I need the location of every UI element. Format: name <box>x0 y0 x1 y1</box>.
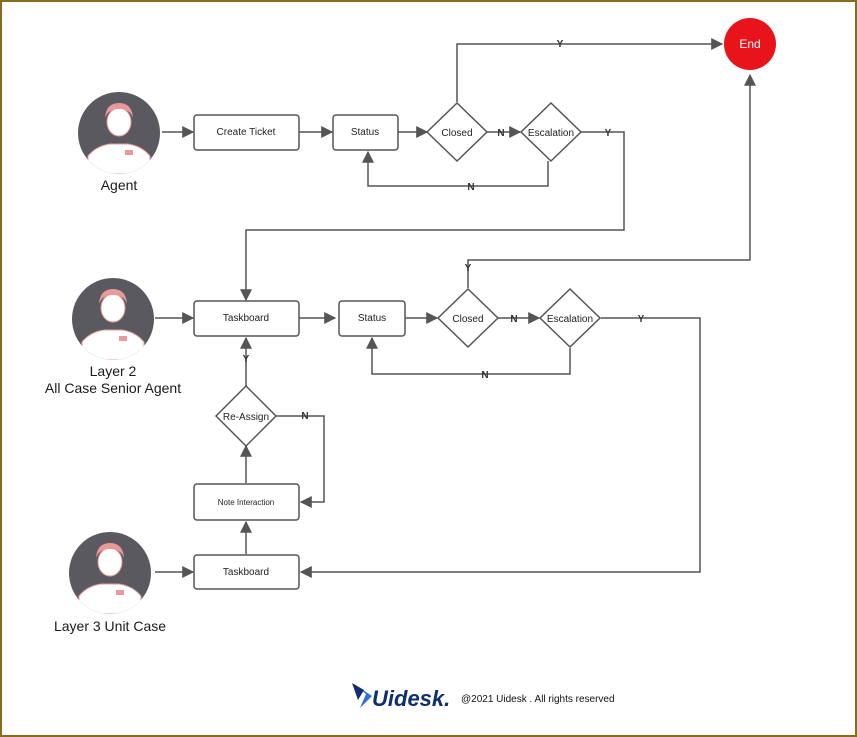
layer3-avatar <box>69 532 151 614</box>
label-y-closed2-end: Y <box>465 263 472 274</box>
label-n-closed-escalation: N <box>497 128 504 139</box>
node-escalation-2[interactable]: Escalation <box>538 287 602 349</box>
node-escalation-1[interactable]: Escalation <box>519 101 583 163</box>
edge-closed-end <box>456 38 724 102</box>
connectors <box>155 38 756 578</box>
layer3-label: Layer 3 Unit Case <box>54 618 166 634</box>
note-interaction-label: Note Interaction <box>218 498 274 507</box>
node-status-1[interactable]: Status <box>332 114 399 151</box>
node-re-assign[interactable]: Re-Assign <box>214 384 278 448</box>
logo-mark-icon <box>354 684 372 708</box>
escalation-1-label: Escalation <box>528 128 574 139</box>
edge-reassign-note-loop <box>276 415 325 508</box>
node-note-interaction[interactable]: Note Interaction <box>193 483 300 521</box>
status-2-label: Status <box>358 313 386 324</box>
label-n-reassign: N <box>301 411 308 422</box>
copyright-text: @2021 Uidesk . All rights reserved <box>461 694 615 705</box>
edge-escalation2-taskboard3 <box>299 317 701 578</box>
layer2-avatar <box>72 278 154 360</box>
label-n-closed2-escalation2: N <box>510 314 517 325</box>
edge-escalation2-status2-loop <box>366 336 571 375</box>
closed-2-label: Closed <box>452 314 483 325</box>
node-closed-2[interactable]: Closed <box>436 287 500 349</box>
node-status-2[interactable]: Status <box>338 300 406 337</box>
uidesk-logo: Uidesk. <box>352 683 450 711</box>
agent-label: Agent <box>101 177 138 193</box>
closed-1-label: Closed <box>441 128 472 139</box>
edge-closed2-end <box>467 73 756 288</box>
label-n-escalation2-loop: N <box>481 370 488 381</box>
taskboard-2-label: Taskboard <box>223 313 269 324</box>
layer2-label-line2: All Case Senior Agent <box>45 380 181 396</box>
node-closed-1[interactable]: Closed <box>425 101 489 163</box>
end-label: End <box>739 37 760 51</box>
node-end[interactable]: End <box>724 18 776 70</box>
escalation-2-label: Escalation <box>547 314 593 325</box>
edge-escalation-taskboard2 <box>240 131 625 302</box>
status-1-label: Status <box>351 127 379 138</box>
layer2-label-line1: Layer 2 <box>90 363 137 379</box>
node-create-ticket[interactable]: Create Ticket <box>193 114 300 151</box>
agent-avatar <box>78 92 160 174</box>
brand-name: Uidesk. <box>372 686 450 711</box>
label-y-reassign: Y <box>243 354 250 365</box>
label-y-escalation2: Y <box>638 314 645 325</box>
node-taskboard-3[interactable]: Taskboard <box>193 554 300 590</box>
node-taskboard-2[interactable]: Taskboard <box>193 300 300 337</box>
edge-escalation-status-loop <box>362 150 549 187</box>
re-assign-label: Re-Assign <box>223 412 269 423</box>
create-ticket-label: Create Ticket <box>217 127 276 138</box>
label-y-escalation: Y <box>605 128 612 139</box>
taskboard-3-label: Taskboard <box>223 567 269 578</box>
label-y-closed-end: Y <box>557 39 564 50</box>
label-n-escalation-loop: N <box>467 182 474 193</box>
